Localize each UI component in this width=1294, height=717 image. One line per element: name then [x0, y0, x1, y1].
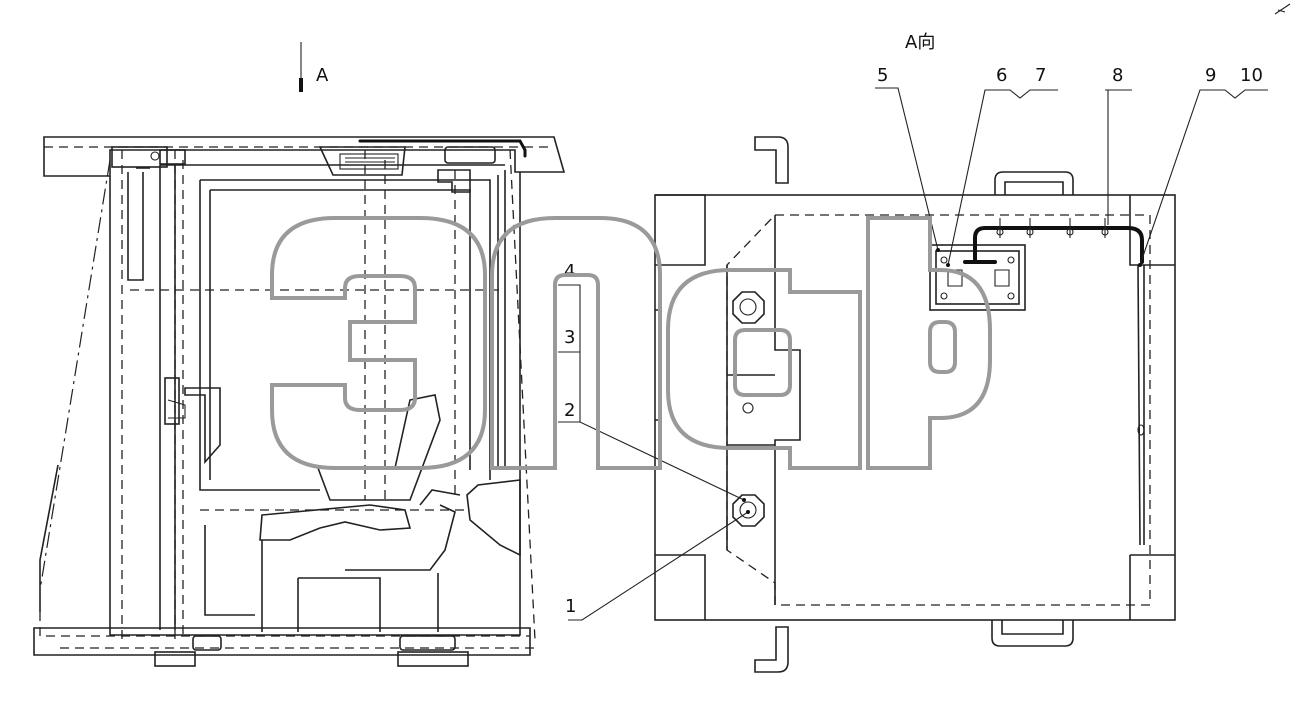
view-marker-label: A	[316, 65, 329, 86]
callout-9: 9	[1205, 65, 1216, 86]
handle-left-bottom	[754, 626, 789, 673]
handle-top	[994, 171, 1074, 195]
cab-roof	[43, 136, 566, 177]
callout-leaders	[558, 87, 1268, 621]
view-title: A向	[905, 32, 935, 53]
callout-8: 8	[1112, 65, 1123, 86]
electrical-box	[929, 244, 1026, 311]
callout-2: 2	[564, 400, 575, 421]
view-arrow: A	[299, 42, 329, 92]
ground-strap	[1137, 264, 1145, 546]
bolt-upper	[732, 291, 765, 324]
base-plate	[654, 194, 1176, 621]
cab-body	[109, 172, 521, 636]
callout-3: 3	[564, 327, 575, 348]
callout-1: 1	[565, 596, 576, 617]
callout-4: 4	[564, 261, 575, 282]
view-a-plan: A向	[654, 32, 1176, 673]
operator-seat	[259, 394, 521, 632]
callout-10: 10	[1240, 65, 1263, 86]
door-frame	[159, 164, 505, 630]
callout-7: 7	[1035, 65, 1046, 86]
bolt-lower	[732, 494, 765, 527]
handle-bottom	[991, 620, 1074, 647]
cab-side-view: A	[33, 42, 566, 667]
callout-5: 5	[877, 65, 888, 86]
cable-clamps	[996, 218, 1109, 238]
corner-mark	[1274, 3, 1291, 15]
watermark-logo	[270, 216, 992, 470]
callout-numbers: 1 2 3 4 5 6 7 8 9 10	[564, 65, 1263, 617]
callout-6: 6	[996, 65, 1007, 86]
handle-left-top	[754, 136, 789, 184]
cable	[973, 226, 1144, 264]
